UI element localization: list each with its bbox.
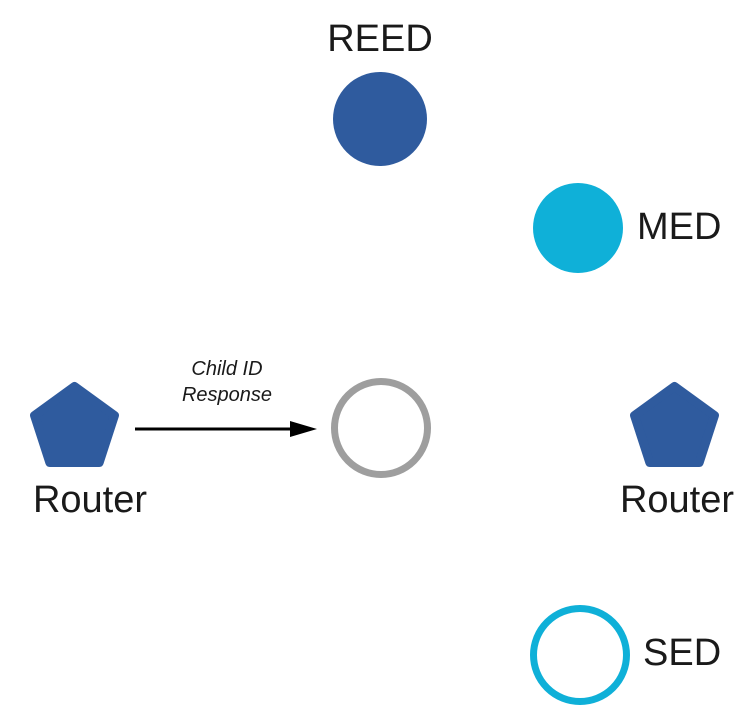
med-node-label: MED [637, 206, 722, 248]
sed-node-label: SED [643, 632, 722, 674]
router-right-node-label: Router [619, 479, 735, 521]
router-left-node-label: Router [32, 479, 148, 521]
reed-node-circle-icon [333, 72, 427, 166]
router-right-pentagon-icon [628, 382, 721, 470]
med-node-circle-icon [533, 183, 623, 273]
child-id-response-arrow-icon [133, 417, 323, 441]
joining-device-circle-icon [331, 378, 431, 478]
reed-node-label: REED [327, 18, 433, 60]
arrow-label-line1: Child ID [191, 358, 263, 380]
router-left-pentagon-icon [28, 382, 121, 470]
sed-node-circle-icon [530, 605, 630, 705]
arrow-label: Child ID Response [146, 357, 308, 408]
arrow-label-line2: Response [181, 383, 273, 406]
